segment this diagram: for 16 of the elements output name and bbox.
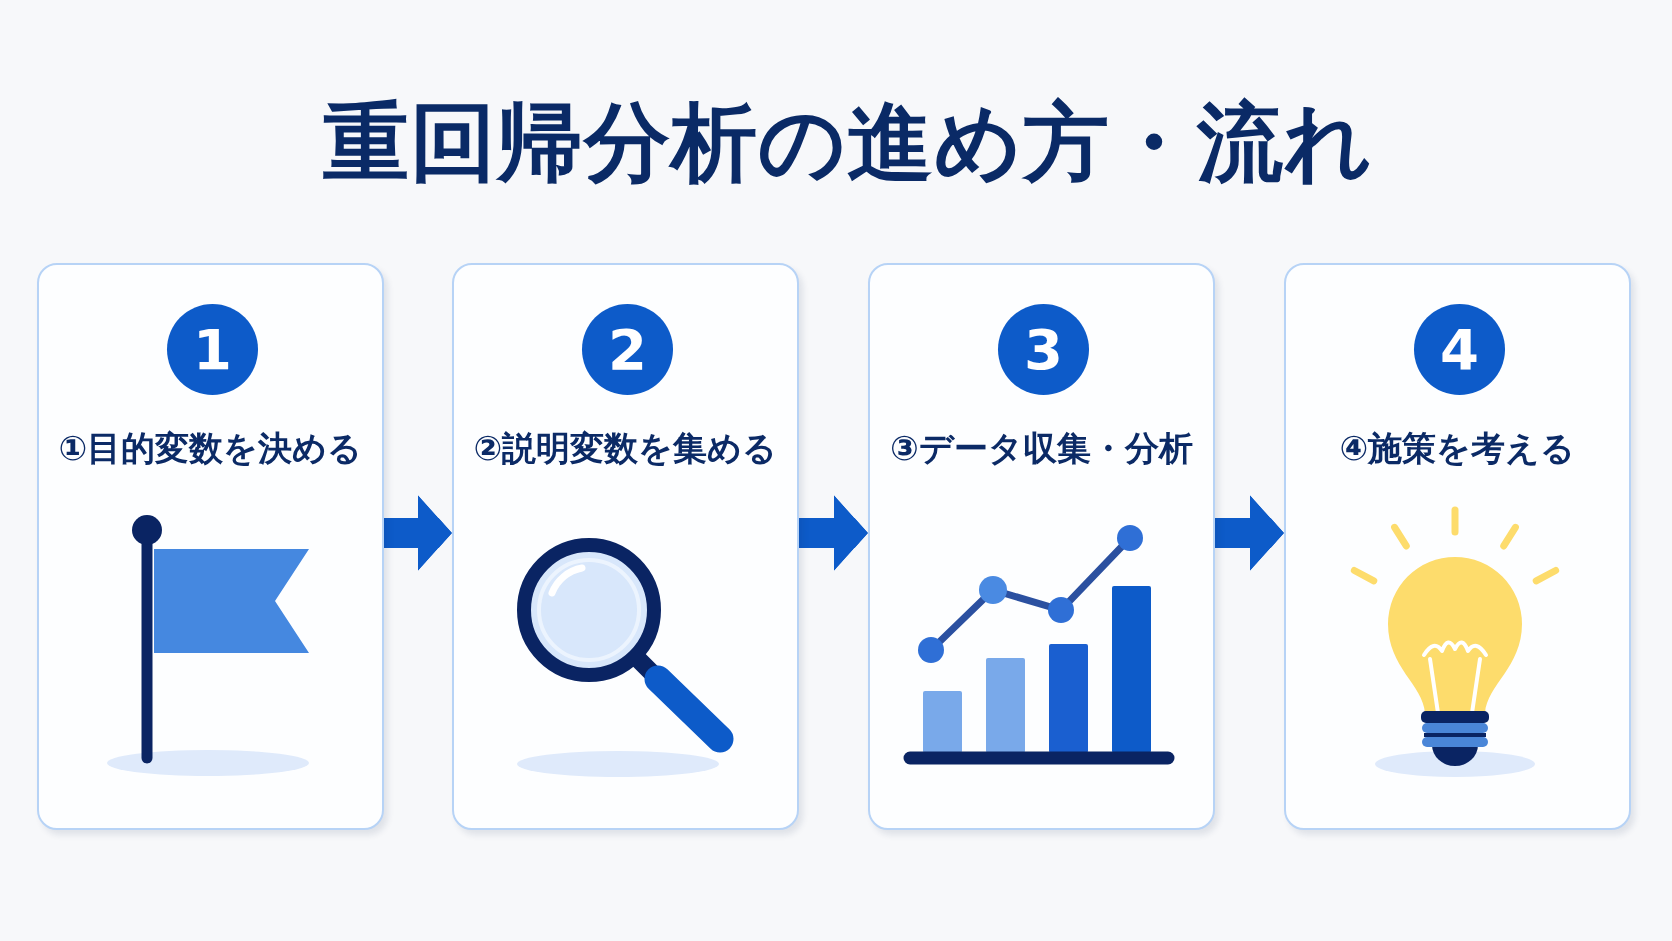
step-number-circle: 3 [998, 304, 1089, 395]
step-card [37, 263, 384, 830]
arrow [799, 495, 868, 571]
step-number-circle: 4 [1414, 304, 1505, 395]
diagram-title: 重回帰分析の進め方・流れ [322, 91, 1374, 194]
step-title: ③データ収集・分析 [889, 427, 1194, 470]
step-card [1284, 263, 1631, 830]
step-number-circle: 2 [582, 304, 673, 395]
arrow [384, 495, 452, 571]
step-card [452, 263, 799, 830]
arrow [1215, 495, 1284, 571]
step-title: ①目的変数を決める [57, 427, 364, 470]
step-title: ④施策を考える [1338, 427, 1577, 470]
step-number-circle: 1 [167, 304, 258, 395]
step-card [868, 263, 1215, 830]
step-title: ②説明変数を集める [472, 427, 779, 470]
